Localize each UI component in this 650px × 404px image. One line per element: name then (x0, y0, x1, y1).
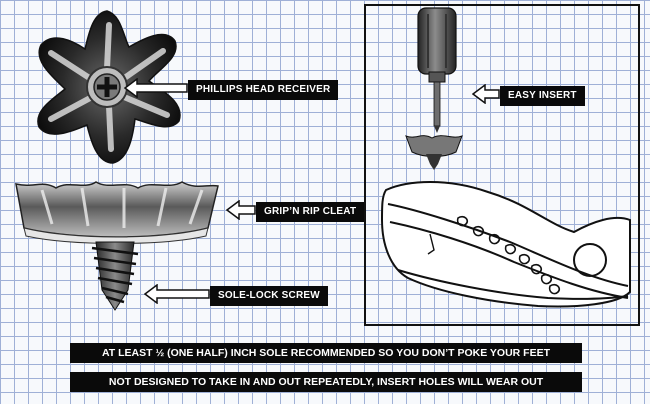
sole-lock-screw-label: SOLE-LOCK SCREW (210, 286, 328, 306)
screwdriver-icon (417, 7, 457, 133)
sneaker-outline-image (380, 181, 631, 308)
outline-arrow-left-icon (472, 84, 500, 104)
sole-thickness-notice: AT LEAST ½ (ONE HALF) INCH SOLE RECOMMEN… (70, 343, 582, 363)
outline-arrow-left-icon (124, 78, 188, 98)
small-cleat-image (405, 135, 463, 170)
phillips-head-receiver-label: PHILLIPS HEAD RECEIVER (188, 80, 339, 100)
outline-arrow-left-icon (226, 200, 256, 220)
easy-insert-panel (364, 4, 640, 326)
wear-warning-notice: NOT DESIGNED TO TAKE IN AND OUT REPEATED… (70, 372, 582, 392)
cleat-top-view-image (37, 10, 181, 164)
outline-arrow-left-icon (144, 284, 210, 304)
grip-n-rip-cleat-label: GRIP’N RIP CLEAT (256, 202, 365, 222)
cleat-side-view-image (15, 181, 219, 244)
easy-insert-label: EASY INSERT (500, 86, 585, 106)
sole-lock-screw-image (91, 241, 139, 311)
